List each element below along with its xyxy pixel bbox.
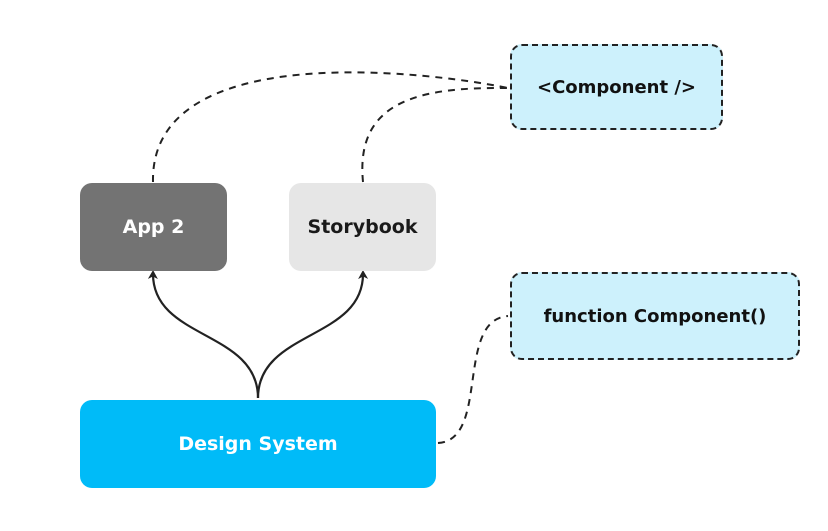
edge-design-system-to-storybook [256,270,369,399]
component-function-label: function Component() [543,305,767,327]
component-function-node: function Component() [510,272,800,360]
design-system-node: Design System [80,400,436,488]
component-jsx-node: <Component /> [510,44,723,130]
app2-label: App 2 [122,216,185,238]
storybook-label: Storybook [307,216,418,238]
design-system-label: Design System [178,433,338,455]
edge-design-system-to-component-fn [437,315,509,444]
edge-storybook-to-component-jsx [361,86,509,183]
storybook-node: Storybook [289,183,436,271]
app2-node: App 2 [80,183,227,271]
edge-design-system-to-app2 [147,270,260,399]
edge-app2-to-component-jsx [151,71,509,183]
component-jsx-label: <Component /> [536,76,697,98]
